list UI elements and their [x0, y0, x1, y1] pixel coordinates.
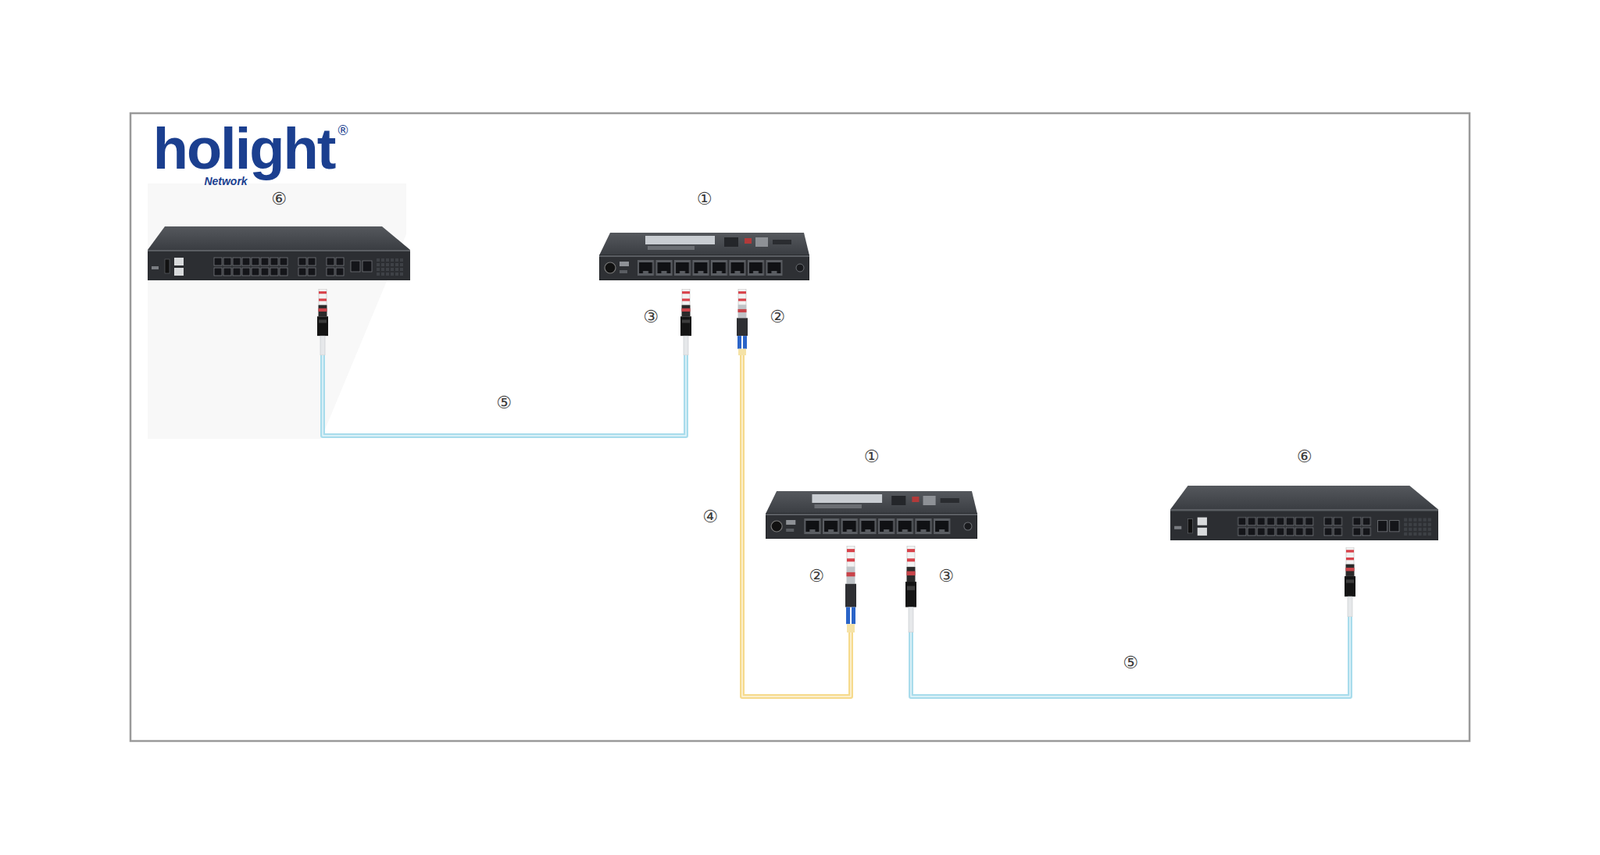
- callout-number: ⑤: [1122, 654, 1139, 672]
- transceiver-module: [736, 289, 748, 356]
- callout-number: ①: [765, 445, 978, 469]
- device-node: ①: [765, 445, 978, 633]
- transceiver-module: [317, 289, 329, 356]
- frame: [130, 113, 1470, 742]
- callout-number: ①: [599, 187, 810, 211]
- callout-number: ②: [769, 308, 786, 326]
- device-node: ①: [599, 187, 810, 356]
- cable-highlight: [742, 355, 851, 697]
- brand-logo: holight: [153, 120, 336, 179]
- fiber-cable: [910, 617, 1350, 697]
- callout-number: ⑥: [1170, 445, 1439, 469]
- transceiver-module: [1344, 547, 1356, 618]
- callout-number: ③: [938, 567, 954, 586]
- callout-number: ⑥: [147, 187, 411, 211]
- converter-chassis: [765, 491, 978, 540]
- callout-number: ⑤: [496, 394, 512, 412]
- callout-number: ④: [702, 508, 718, 526]
- switch-illustration: [1170, 485, 1439, 541]
- transceiver-module: [680, 289, 692, 356]
- converter-chassis: [599, 232, 810, 281]
- photo-backdrop: [147, 183, 407, 440]
- device-node: ⑥: [1170, 445, 1439, 618]
- callout-number: ③: [642, 308, 659, 326]
- transceiver-module: [845, 546, 857, 633]
- fiber-cable: [322, 355, 686, 436]
- device-node: ⑥: [147, 187, 411, 356]
- switch-illustration: [147, 226, 411, 281]
- trademark-mark: ®: [336, 124, 350, 138]
- cable-highlight: [322, 355, 686, 436]
- brand-subtitle: Network: [203, 175, 247, 187]
- cable-highlight: [910, 617, 1350, 697]
- callout-number: ②: [808, 567, 825, 586]
- fiber-cable: [742, 355, 851, 697]
- transceiver-module: [905, 546, 917, 633]
